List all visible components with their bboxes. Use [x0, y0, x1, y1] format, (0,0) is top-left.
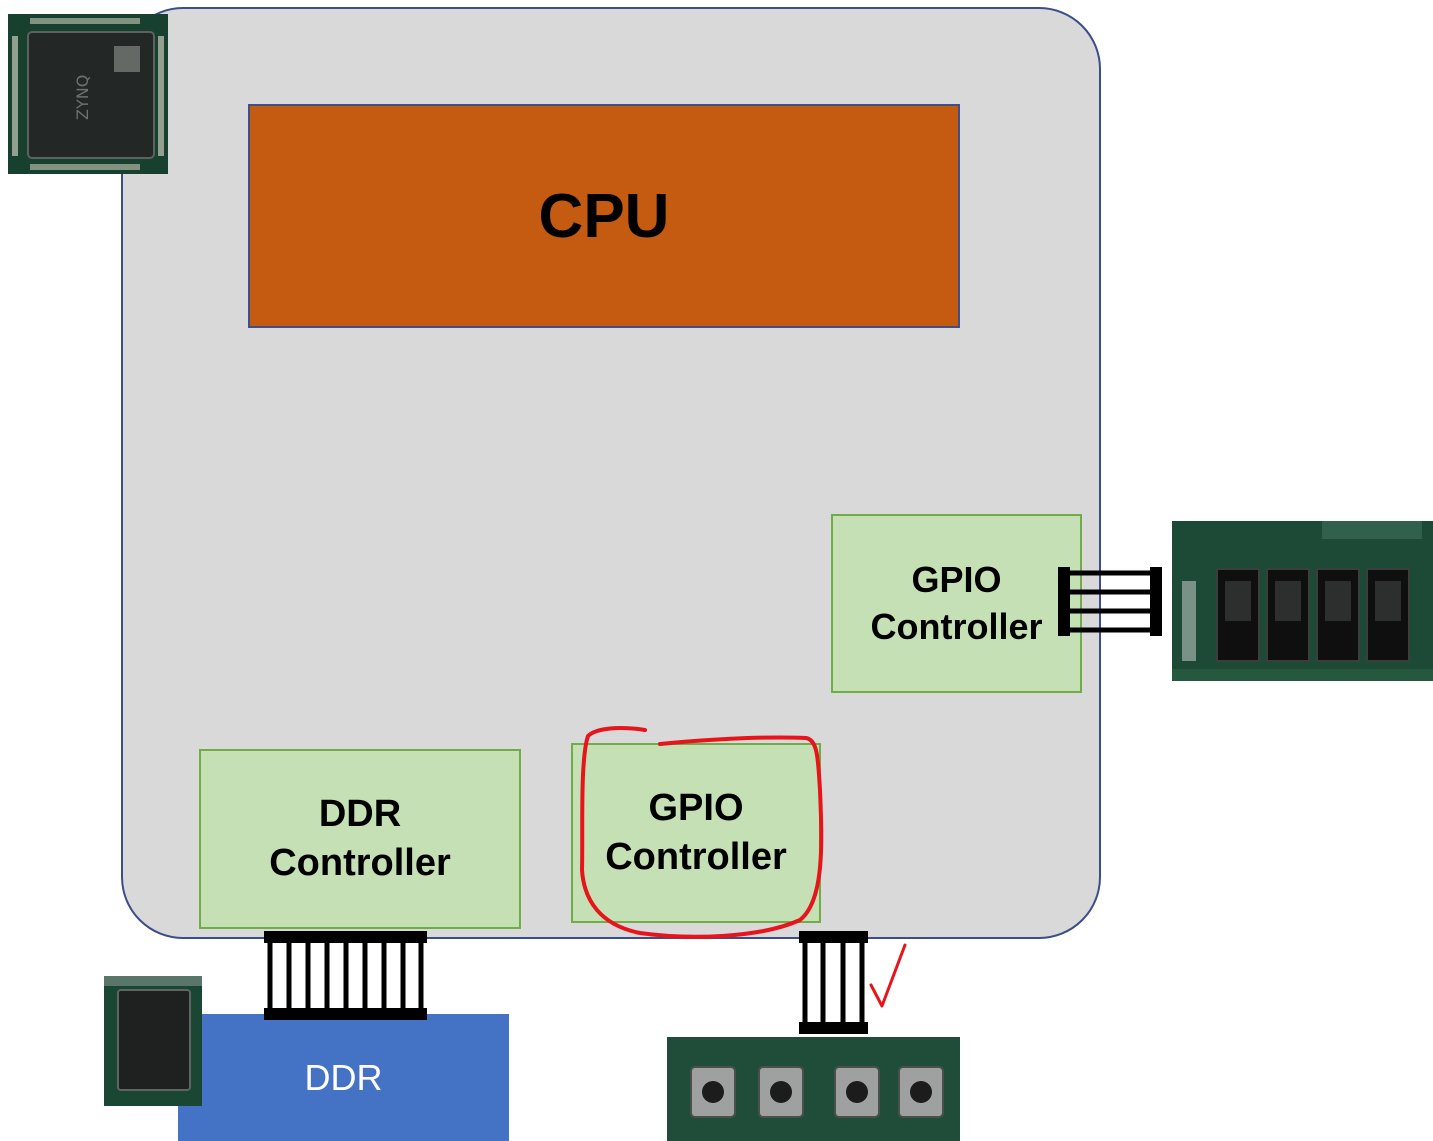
switches-bus: [1058, 567, 1162, 636]
gpio-controller-right-line2: Controller: [870, 605, 1043, 647]
ddr-chip-photo: [104, 976, 202, 1106]
ddr-block: DDR: [178, 1014, 509, 1141]
buttons-board-photo: [667, 1037, 960, 1141]
buttons-board-art: [667, 1037, 960, 1141]
ddr-label: DDR: [304, 1056, 383, 1098]
ddr-chip-art: [104, 976, 202, 1106]
ddr-controller-line2: Controller: [269, 842, 451, 884]
svg-text:ZYNQ: ZYNQ: [73, 75, 92, 120]
gpio-controller-right: GPIO Controller: [831, 514, 1082, 693]
cpu-label: CPU: [538, 181, 670, 251]
ddr-controller-line1: DDR: [318, 792, 402, 835]
zynq-chip-photo: ZYNQ: [8, 14, 168, 174]
gpio-controller-right-line1: GPIO: [911, 558, 1002, 600]
gpio-controller-bottom-line2: Controller: [605, 836, 787, 878]
ddr-controller: DDR Controller: [199, 749, 521, 929]
gpio-controller-bottom: GPIO Controller: [571, 743, 821, 923]
red-check-mark: [869, 943, 907, 1008]
switches-board-photo: [1172, 521, 1433, 681]
buttons-bus: [799, 931, 868, 1034]
zynq-chip-art: ZYNQ: [8, 14, 168, 174]
red-highlight-outline: [579, 726, 824, 939]
switches-board-art: [1172, 521, 1433, 681]
gpio-controller-bottom-line1: GPIO: [648, 786, 744, 829]
cpu-block: CPU: [248, 104, 960, 328]
ddr-bus: [264, 931, 427, 1020]
